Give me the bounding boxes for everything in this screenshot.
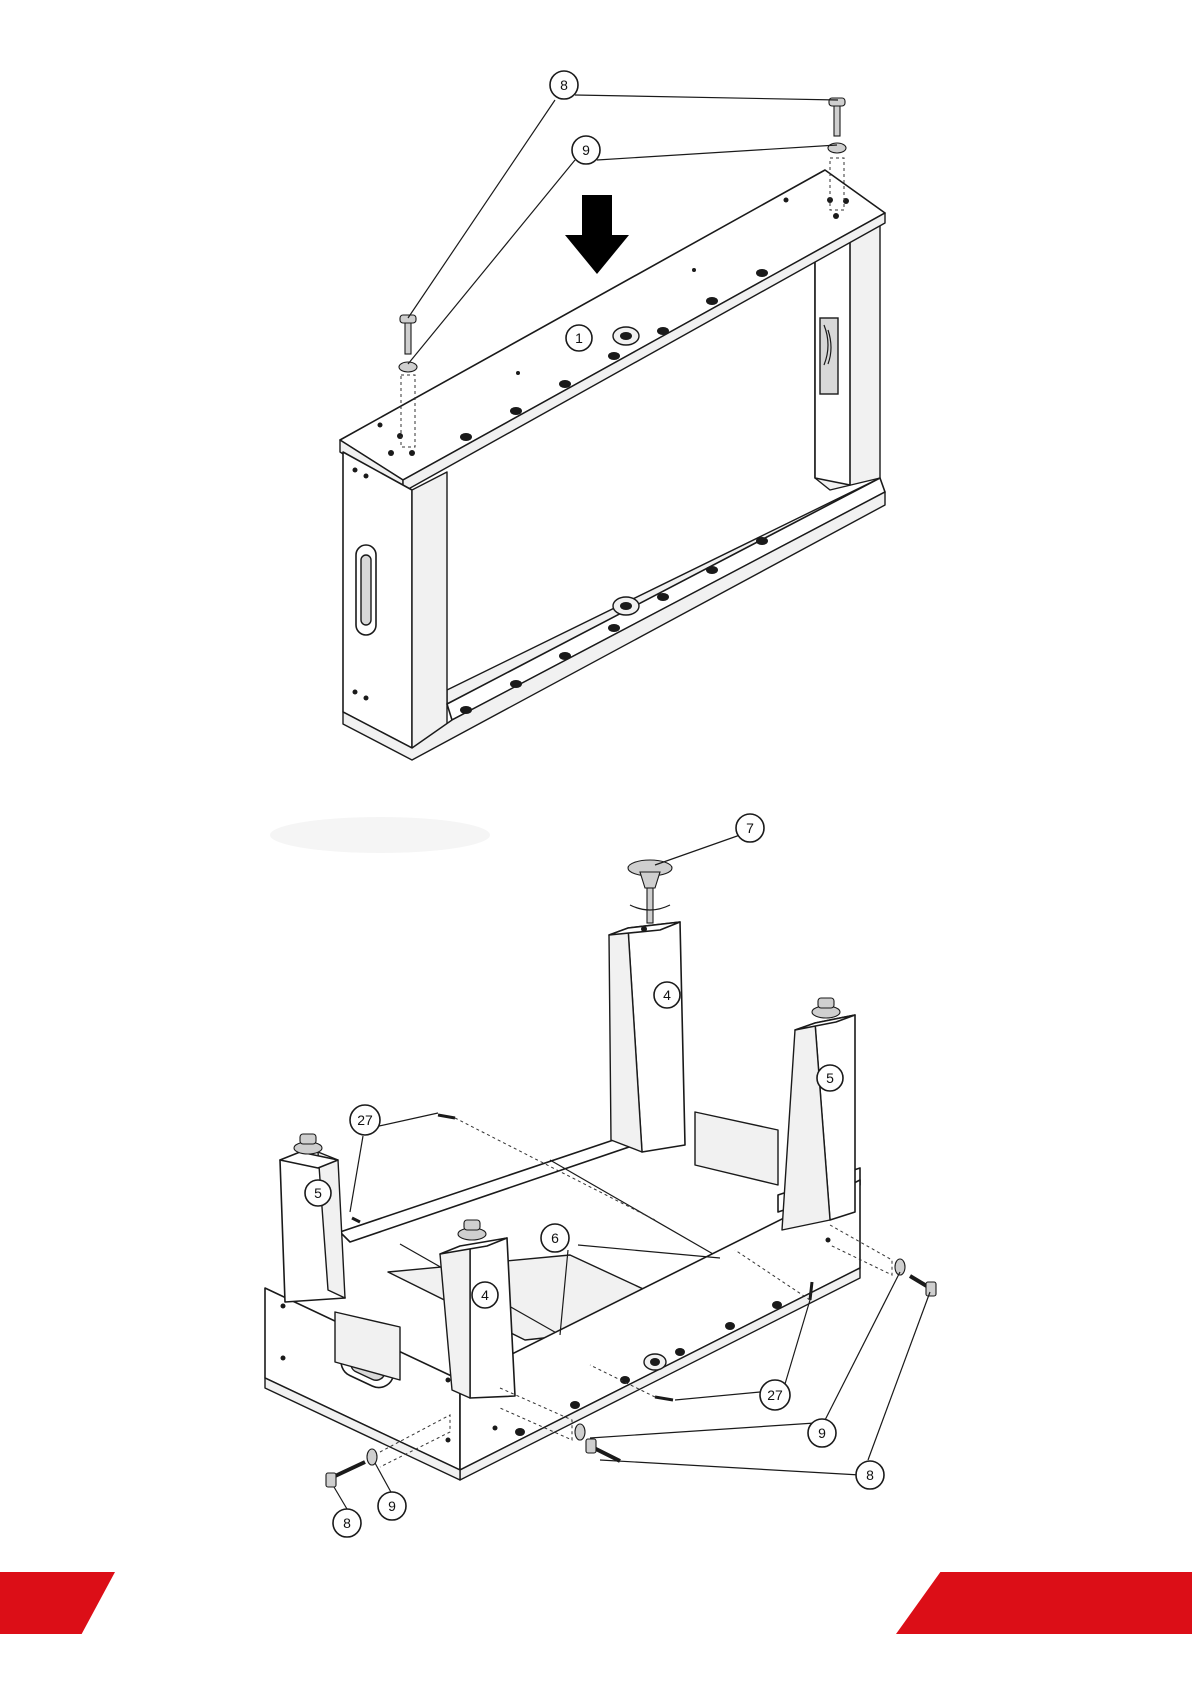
- screw-27-top-icon: [438, 1115, 455, 1118]
- svg-text:7: 7: [746, 820, 754, 836]
- callout-washer-left: 9: [378, 1492, 406, 1520]
- top-right-washer-icon: [828, 143, 846, 153]
- left-end-panel: [265, 1288, 460, 1470]
- washer-right-front-icon: [575, 1424, 585, 1440]
- svg-text:9: 9: [582, 142, 590, 158]
- svg-text:5: 5: [314, 1185, 322, 1201]
- callout-bolt: 8: [550, 71, 578, 99]
- svg-text:8: 8: [560, 77, 568, 93]
- bolt-right-front-icon: [586, 1439, 620, 1461]
- bottom-figure: 7 4 5 27 5 6 4 27: [265, 814, 936, 1537]
- top-figure: 8 9 1: [340, 71, 885, 760]
- svg-text:27: 27: [767, 1387, 783, 1403]
- callout-bolt-right: 8: [856, 1461, 884, 1489]
- callout-screw-top: 27: [350, 1105, 380, 1135]
- callout-leg-back: 4: [654, 982, 680, 1008]
- frame-left-post: [343, 452, 447, 748]
- svg-text:27: 27: [357, 1112, 373, 1128]
- callout-crossbar: 6: [541, 1224, 569, 1252]
- callout-frame: 1: [566, 325, 592, 351]
- svg-text:8: 8: [343, 1515, 351, 1531]
- callout-washer: 9: [572, 136, 600, 164]
- svg-text:4: 4: [663, 987, 671, 1003]
- svg-text:9: 9: [388, 1498, 396, 1514]
- callout-bolt-left: 8: [333, 1509, 361, 1537]
- washer-left-icon: [367, 1449, 377, 1465]
- leg-back-4: [609, 922, 685, 1152]
- callout-foot: 7: [736, 814, 764, 842]
- svg-text:8: 8: [866, 1467, 874, 1483]
- leveling-foot-icon: [628, 860, 672, 923]
- callout-leg-left: 5: [305, 1180, 331, 1206]
- leg-left-5: [280, 1134, 345, 1302]
- bolt-left-icon: [326, 1462, 365, 1487]
- callout-leg-front: 4: [472, 1282, 498, 1308]
- svg-text:5: 5: [826, 1070, 834, 1086]
- top-right-bolt-icon: [829, 98, 845, 136]
- svg-text:1: 1: [575, 330, 583, 346]
- frame-top-board: [340, 170, 885, 492]
- bolt-right-back-icon: [910, 1276, 936, 1296]
- top-left-bolt-icon: [400, 315, 416, 354]
- down-arrow-icon: [565, 195, 629, 274]
- svg-text:6: 6: [551, 1230, 559, 1246]
- leg-right-5: [782, 998, 855, 1230]
- leg-front-4: [440, 1220, 515, 1398]
- svg-text:4: 4: [481, 1287, 489, 1303]
- footer-accent-right: [896, 1572, 1192, 1634]
- svg-text:9: 9: [818, 1425, 826, 1441]
- callout-screw-bottom: 27: [760, 1380, 790, 1410]
- callout-washer-right: 9: [808, 1419, 836, 1447]
- callout-leg-right: 5: [817, 1065, 843, 1091]
